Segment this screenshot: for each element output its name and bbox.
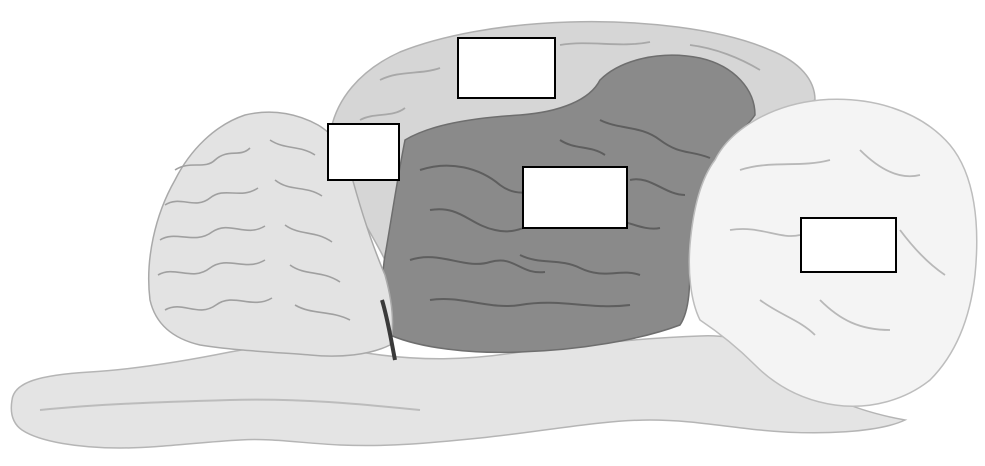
label-box-3[interactable] [523, 167, 627, 228]
label-box-1[interactable] [458, 38, 555, 98]
label-box-4[interactable] [801, 218, 896, 272]
label-box-2[interactable] [328, 124, 399, 180]
